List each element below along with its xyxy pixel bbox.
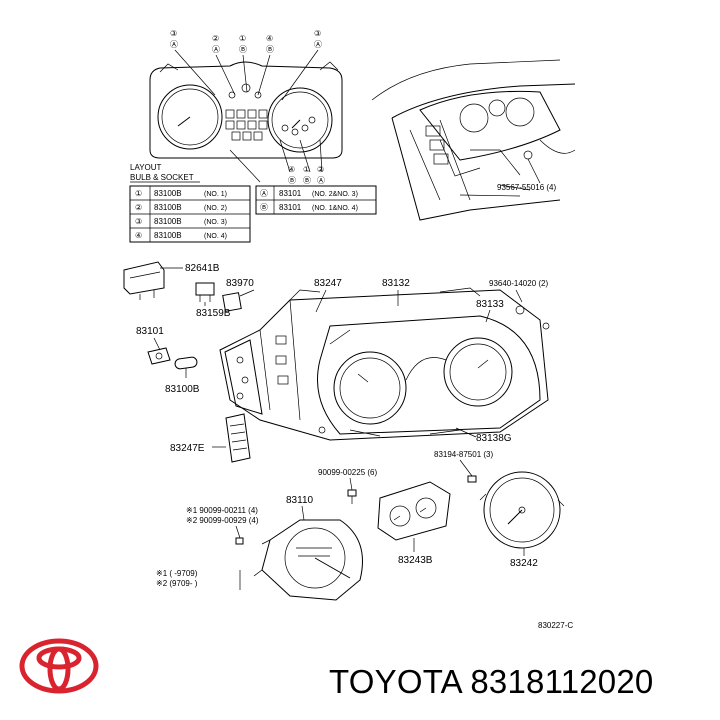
- socket-part: 83101: [279, 203, 302, 212]
- footnote-2: ※2 (9709- ): [156, 579, 198, 588]
- row-part: 83100B: [154, 189, 182, 198]
- callout-num: ①: [239, 34, 246, 43]
- dashboard-location-figure: 93567-55016 (4): [371, 59, 576, 221]
- label-90099-00225: 90099-00225 (6): [318, 468, 377, 477]
- socket-mark: Ⓐ: [260, 189, 268, 198]
- label-83110: 83110: [286, 495, 314, 506]
- row-part: 83100B: [154, 231, 182, 240]
- callout-letter: Ⓐ: [314, 40, 322, 49]
- cluster-layout-figure: ③ Ⓐ ② Ⓐ ① Ⓑ ④ Ⓑ ③ Ⓐ: [149, 29, 343, 185]
- part-83970: 83970: [222, 278, 254, 312]
- part-90099-00211: ※1 90099-00211 (4) ※2 90099-00929 (4): [186, 506, 259, 545]
- part-93640: 93640-14020 (2): [489, 279, 548, 303]
- socket-row-a: Ⓐ 83101 (NO. 2&NO. 3): [260, 189, 358, 198]
- row-note: (NO. 2): [204, 205, 227, 212]
- callout-num: ②: [212, 34, 219, 43]
- callout-letter: Ⓑ: [239, 45, 247, 54]
- label-90099-00211: ※1 90099-00211 (4): [186, 506, 258, 515]
- part-83247E: 83247E: [170, 413, 251, 463]
- bulb-socket-table: LAYOUT BULB & SOCKET ① 83100B (NO. 1) ② …: [129, 163, 377, 243]
- label-83194: 83194-87501 (3): [434, 450, 493, 459]
- label-83242: 83242: [510, 558, 538, 569]
- callout-letter: Ⓐ: [170, 40, 178, 49]
- part-83100B: 83100B: [165, 356, 200, 395]
- label-83138G: 83138G: [476, 433, 512, 444]
- row-part: 83100B: [154, 203, 182, 212]
- bulb-socket-title: BULB & SOCKET: [130, 173, 194, 182]
- label-83970: 83970: [226, 278, 254, 289]
- part-83242: 83242: [479, 471, 565, 569]
- callout-num: ②: [317, 165, 324, 174]
- bulb-row-2: ② 83100B (NO. 2): [135, 203, 227, 212]
- row-note: (NO. 4): [204, 233, 227, 240]
- callout-num: ④: [288, 165, 295, 174]
- part-83243B: 83243B: [377, 481, 451, 566]
- layout-title: LAYOUT: [130, 163, 162, 172]
- socket-note: (NO. 1&NO. 4): [312, 205, 358, 212]
- callout-letter: Ⓐ: [317, 176, 325, 185]
- callout-num: ④: [266, 34, 273, 43]
- part-83110: 83110: [253, 495, 363, 601]
- part-83247: 83247: [314, 278, 342, 313]
- label-83101: 83101: [136, 326, 164, 337]
- part-83138G: 83138G: [455, 427, 512, 444]
- callout-a3-right: ③ Ⓐ: [314, 29, 322, 49]
- label-82641B: 82641B: [185, 263, 220, 274]
- part-83132: 83132: [382, 278, 410, 306]
- footnote-1: ※1 ( -9709): [156, 569, 198, 578]
- callout-letter: Ⓑ: [288, 176, 296, 185]
- row-mark: ④: [135, 231, 142, 240]
- cluster-housing: [219, 287, 550, 441]
- part-83194: 83194-87501 (3): [434, 450, 493, 483]
- socket-mark: Ⓑ: [260, 203, 268, 212]
- socket-note: (NO. 2&NO. 3): [312, 191, 358, 198]
- callout-num: ①: [303, 165, 310, 174]
- callout-num: ③: [314, 29, 321, 38]
- part-83133: 83133: [476, 299, 504, 323]
- part-83159B: 83159B: [195, 282, 231, 319]
- callout-b4: ④ Ⓑ: [266, 34, 274, 54]
- label-93640: 93640-14020 (2): [489, 279, 548, 288]
- part-90099-00225: 90099-00225 (6): [318, 468, 377, 504]
- callout-letter: Ⓑ: [303, 176, 311, 185]
- row-mark: ③: [135, 217, 142, 226]
- label-83247: 83247: [314, 278, 342, 289]
- callout-a2: ② Ⓐ: [212, 34, 220, 54]
- footnote-block: ※1 ( -9709) ※2 (9709- ): [156, 569, 241, 590]
- row-mark: ②: [135, 203, 142, 212]
- row-note: (NO. 3): [204, 219, 227, 226]
- label-83159B: 83159B: [196, 308, 231, 319]
- callout-b4-bottom: ④ Ⓑ: [288, 165, 296, 185]
- callout-a2-bottom: ② Ⓐ: [317, 165, 325, 185]
- row-note: (NO. 1): [204, 191, 227, 198]
- row-part: 83100B: [154, 217, 182, 226]
- label-83247E: 83247E: [170, 443, 205, 454]
- label-83133: 83133: [476, 299, 504, 310]
- label-83243B: 83243B: [398, 555, 433, 566]
- bulb-row-3: ③ 83100B (NO. 3): [135, 217, 227, 226]
- callout-num: ③: [170, 29, 177, 38]
- socket-part: 83101: [279, 189, 302, 198]
- callout-a3-left: ③ Ⓐ: [170, 29, 178, 49]
- bulb-row-1: ① 83100B (NO. 1): [135, 189, 227, 198]
- callout-letter: Ⓑ: [266, 45, 274, 54]
- bulb-row-4: ④ 83100B (NO. 4): [135, 231, 227, 240]
- callout-letter: Ⓐ: [212, 45, 220, 54]
- part-83101: 83101: [136, 326, 171, 365]
- callout-b1-bottom: ① Ⓑ: [303, 165, 311, 185]
- label-90099-00929: ※2 90099-00929 (4): [186, 516, 259, 525]
- diagram-code: 830227-C: [538, 621, 573, 630]
- socket-row-b: Ⓑ 83101 (NO. 1&NO. 4): [260, 203, 358, 212]
- label-83132: 83132: [382, 278, 410, 289]
- toyota-logo-icon: [19, 638, 99, 694]
- brand-part-number: TOYOTA 8318112020: [329, 663, 654, 700]
- row-mark: ①: [135, 189, 142, 198]
- label-93567: 93567-55016 (4): [497, 183, 556, 192]
- callout-b1: ① Ⓑ: [239, 34, 247, 54]
- label-83100B: 83100B: [165, 384, 200, 395]
- part-82641B: 82641B: [123, 261, 220, 300]
